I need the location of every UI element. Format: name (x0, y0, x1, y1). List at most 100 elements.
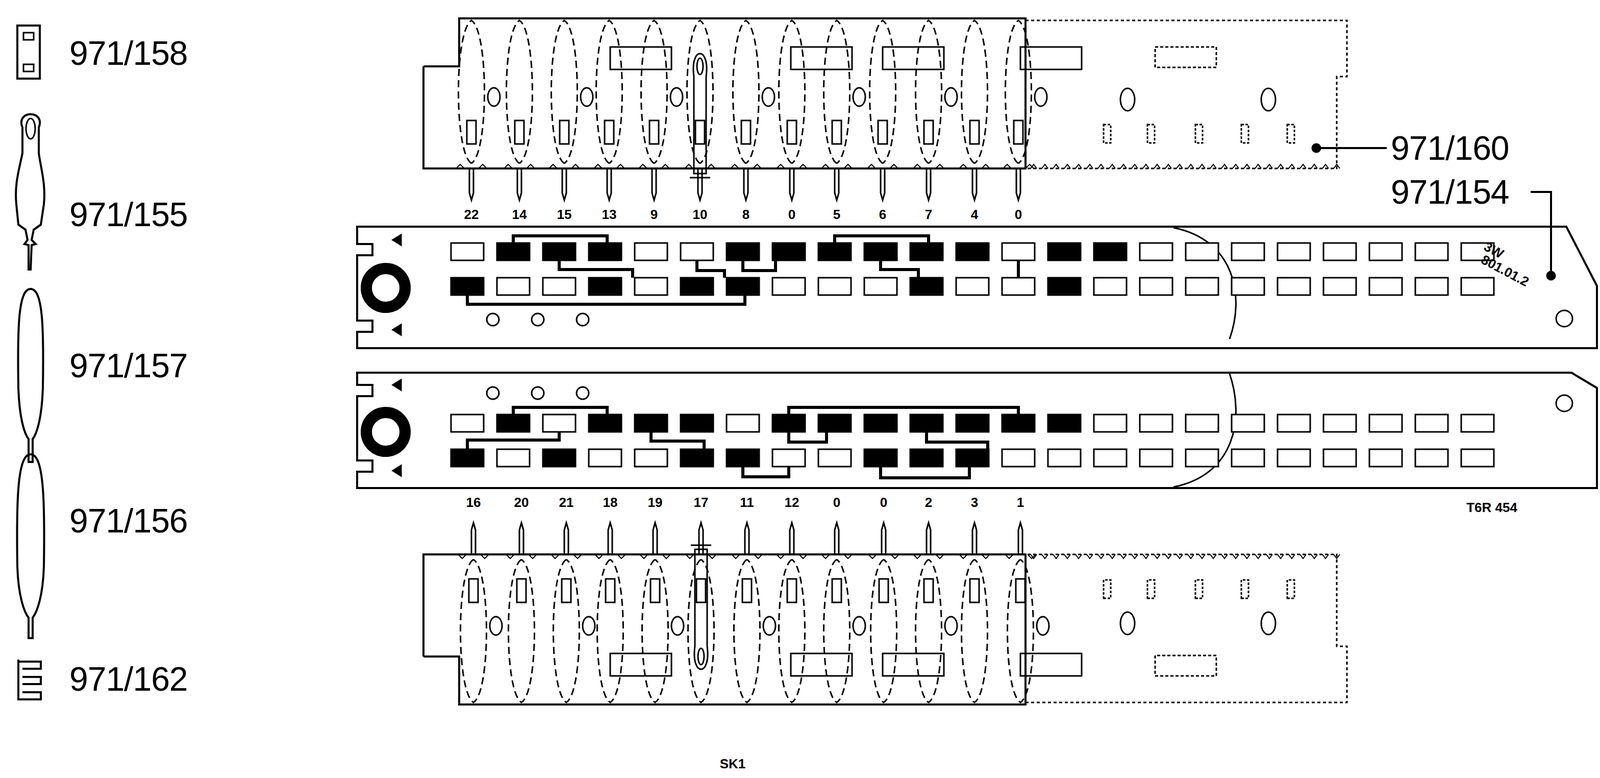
contact-pin (926, 168, 931, 200)
contact-pin (653, 522, 658, 555)
solder-pad (680, 242, 714, 261)
drawn-part (790, 46, 853, 70)
solder-pad (956, 448, 989, 467)
pin-number: 18 (603, 495, 618, 509)
drawn-part (1243, 164, 1250, 169)
drawn-part (821, 554, 853, 559)
drawn-part (944, 87, 958, 107)
drawn-part (1210, 554, 1217, 559)
solder-pad (726, 448, 760, 467)
drawn-part (1053, 164, 1060, 169)
contact-pin (652, 168, 657, 200)
solder-pad (1047, 448, 1081, 467)
drawn-part (1322, 164, 1329, 169)
contact-pin (1016, 168, 1021, 200)
contact-spring (869, 20, 896, 164)
drawn-part (1241, 124, 1249, 143)
drawn-part (639, 554, 671, 559)
drawn-part (1287, 124, 1295, 143)
solder-pad (1323, 448, 1357, 467)
drawn-part (913, 164, 944, 169)
drawn-part (458, 554, 489, 559)
copper-trace (513, 407, 608, 415)
strip-extension (1025, 554, 1347, 703)
contact-spring (733, 20, 760, 164)
contact-spring (915, 20, 942, 164)
pin-number: 3 (970, 495, 979, 509)
copper-trace (880, 466, 970, 478)
pin-number: 0 (788, 207, 796, 221)
solder-pad (1323, 414, 1357, 432)
contact-spring (508, 559, 535, 703)
contact-spring (642, 559, 669, 703)
contact-spring (506, 20, 533, 164)
legend-part-number: 971/162 (69, 661, 188, 696)
drawn-part (1131, 554, 1138, 559)
drawn-part (879, 578, 889, 603)
drawn-part (763, 616, 776, 635)
drawn-part (1097, 554, 1105, 559)
drawn-part (1176, 164, 1183, 169)
drawn-part (1232, 164, 1239, 169)
contact-pin (972, 522, 977, 555)
drawn-part (1120, 611, 1135, 635)
drawn-part (853, 87, 866, 107)
legend-part-number: 971/156 (69, 503, 188, 538)
strip-extension (1025, 20, 1347, 169)
solder-pad (818, 242, 852, 261)
drawn-part (1198, 164, 1206, 169)
drawn-part (1120, 554, 1127, 559)
solder-pad (1139, 414, 1173, 432)
pin-number: 14 (512, 207, 528, 221)
pin-number: 17 (693, 495, 709, 509)
drawn-part (685, 554, 717, 559)
drawn-part (1187, 554, 1194, 559)
solder-pad (864, 277, 897, 295)
pin-number: 0 (1014, 207, 1022, 221)
drawn-part (1064, 554, 1071, 559)
contact-spring (1007, 559, 1034, 703)
drawn-part (1261, 611, 1276, 635)
pad-rows (451, 235, 1494, 478)
solder-pad (496, 277, 530, 295)
drawn-part (776, 554, 808, 559)
drawn-part (762, 87, 775, 107)
drawn-part (741, 120, 751, 144)
printed-board (357, 372, 1597, 488)
contact-pin (834, 168, 839, 200)
drawn-part (969, 578, 980, 603)
solder-pad (1369, 414, 1403, 432)
solder-pad (1369, 448, 1403, 467)
solder-pad (542, 242, 576, 261)
drawn-part (1155, 655, 1217, 676)
solder-pad (956, 414, 989, 432)
solder-pad (1002, 414, 1035, 432)
copper-trace (834, 235, 929, 243)
contact-spring (687, 20, 714, 164)
drawn-part (1288, 164, 1295, 169)
drawn-part (1221, 554, 1228, 559)
contact-pin (519, 522, 524, 555)
pin-number: 4 (970, 207, 979, 221)
contact-pin (972, 168, 977, 200)
contact-spring (1005, 20, 1032, 164)
drawn-part (1311, 164, 1318, 169)
contact-spring (553, 559, 580, 703)
pin-number: 6 (879, 207, 887, 221)
drawn-part (1147, 579, 1155, 598)
contact-spring (596, 20, 623, 164)
drawn-part (776, 164, 808, 169)
solder-pad (1047, 277, 1081, 295)
drawn-part (1041, 164, 1048, 169)
drawn-part (1198, 554, 1206, 559)
pin-number: 12 (784, 495, 800, 509)
copper-trace (559, 260, 633, 278)
contact-spring (823, 559, 850, 703)
drawn-part (1243, 554, 1250, 559)
solder-pad (1231, 242, 1265, 261)
solder-pad (956, 277, 989, 295)
drawn-part (604, 120, 614, 144)
copper-trace (467, 431, 560, 449)
solder-pad (1461, 277, 1494, 295)
legend-icons (15, 25, 45, 700)
